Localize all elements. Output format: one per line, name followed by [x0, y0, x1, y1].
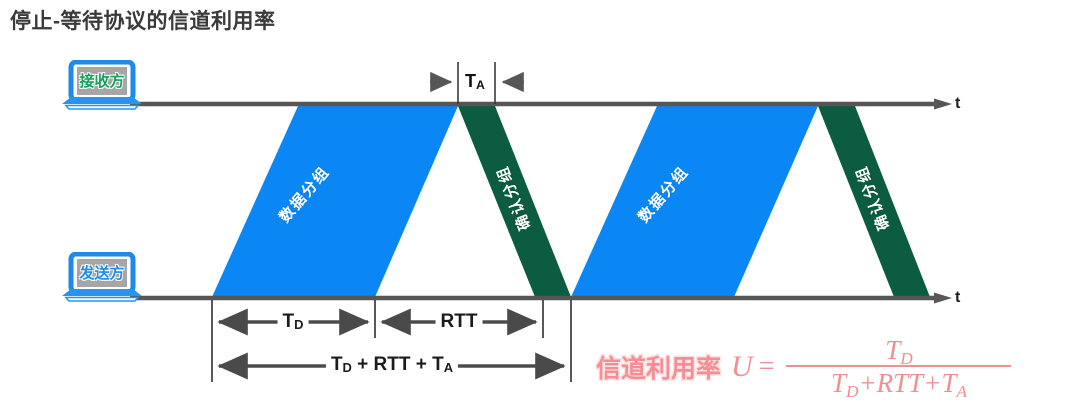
formula-fraction-bar [786, 365, 1012, 368]
td-dimension-label: TD [277, 312, 309, 331]
sender-time-axis [130, 292, 952, 304]
formula-cn-label: 信道利用率 [596, 354, 722, 383]
formula-equals: = [758, 350, 775, 382]
sender-axis-label: t [955, 289, 961, 306]
page-title: 停止-等待协议的信道利用率 [10, 10, 276, 33]
rtt-dimension-label: RTT [435, 312, 483, 331]
receiver-laptop-icon: 接收方 [54, 59, 150, 112]
receiver-axis-label: t [955, 95, 961, 112]
ack-packet-2 [818, 106, 930, 297]
ta-dimension-label: TA [463, 71, 487, 93]
formula-fraction: TD TD+RTT+TA [786, 335, 1012, 402]
channel-utilization-formula: 信道利用率 U = TD TD+RTT+TA [596, 335, 1012, 402]
sender-laptop-icon: 发送方 [54, 251, 150, 304]
data-packet-1 [212, 106, 458, 297]
formula-numerator: TD [885, 335, 913, 368]
dimension-extension-lines [211, 300, 572, 382]
formula-variable: U [731, 349, 753, 383]
formula-denominator: TD+RTT+TA [830, 368, 968, 402]
receiver-time-axis [130, 98, 952, 110]
ack-packet-1 [458, 106, 571, 297]
total-dimension-label: TD + RTT + TA [325, 355, 459, 374]
ta-guide-lines [457, 62, 496, 104]
data-packet-2 [571, 106, 818, 297]
